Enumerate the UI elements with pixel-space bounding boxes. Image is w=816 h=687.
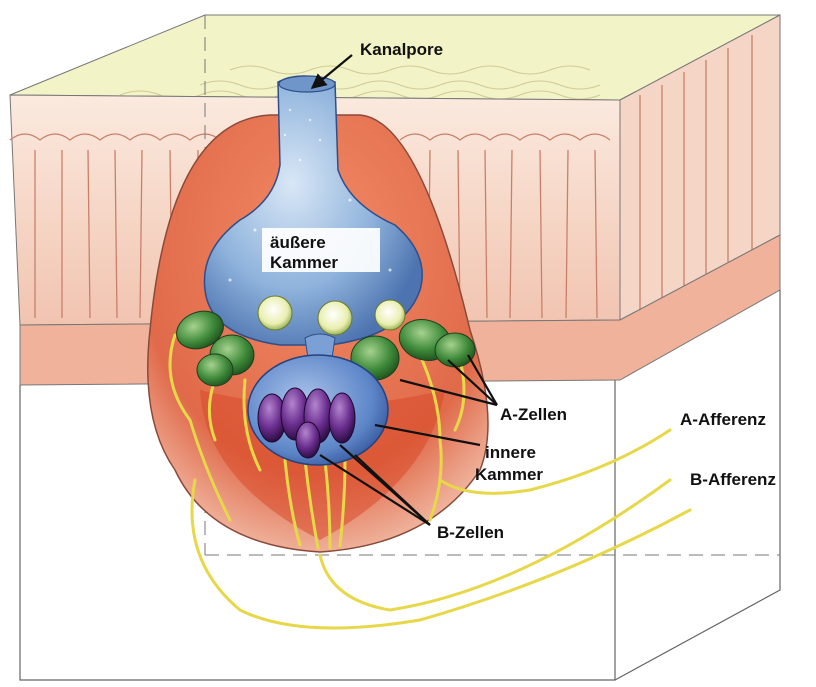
canal-pore-opening: [279, 76, 335, 92]
support-cell: [375, 300, 405, 330]
outer-chamber-label-line2: Kammer: [270, 253, 338, 272]
label-b-cells: B-Zellen: [437, 523, 504, 542]
label-a-cells: A-Zellen: [500, 405, 567, 424]
label-b-afferent: B-Afferenz: [690, 470, 776, 489]
label-inner-chamber-line2: Kammer: [475, 465, 543, 484]
outer-chamber-label-line1: äußere: [270, 233, 326, 252]
b-cell: [296, 422, 320, 458]
label-a-afferent: A-Afferenz: [680, 410, 766, 429]
b-cell: [329, 393, 355, 443]
label-canal-pore: Kanalpore: [360, 40, 443, 59]
label-inner-chamber-line1: innere: [485, 443, 536, 462]
a-cell: [435, 333, 475, 367]
a-cell: [197, 354, 233, 386]
support-cell: [258, 296, 292, 330]
support-cell: [318, 301, 352, 335]
